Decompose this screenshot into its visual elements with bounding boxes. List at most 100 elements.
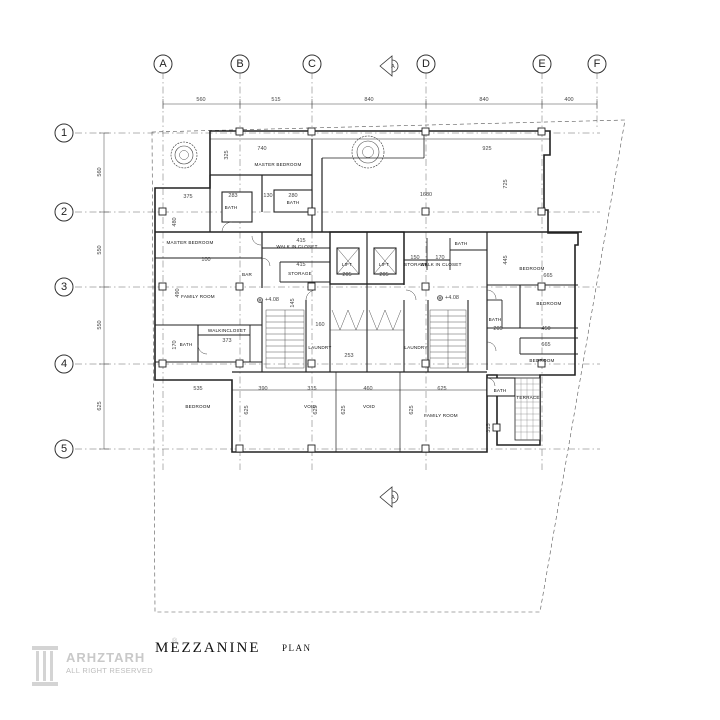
room-laundry-1: LAUNDRY — [308, 345, 331, 350]
dim-170-b: 170 — [172, 340, 178, 349]
grid-col-a: A — [153, 54, 173, 74]
room-family-room-right: FAMILY ROOM — [424, 413, 458, 418]
dim-top-bc: 515 — [271, 97, 280, 103]
grid-col-b: B — [230, 54, 250, 74]
door-swings — [197, 221, 497, 387]
dim-460: 460 — [363, 386, 372, 392]
svg-text:+4.08: +4.08 — [445, 295, 459, 301]
grid-col-e: E — [532, 54, 552, 74]
dim-415-a: 415 — [296, 238, 305, 244]
dim-390: 390 — [258, 386, 267, 392]
svg-text:1: 1 — [61, 127, 67, 139]
dim-725: 725 — [503, 179, 509, 188]
plan-title: MEZZANINE — [155, 640, 261, 656]
svg-text:B: B — [236, 58, 243, 70]
room-bath-6: BATH — [494, 388, 507, 393]
room-terrace: TERRACE — [516, 395, 539, 400]
room-bedroom-2: BEDROOM — [536, 301, 561, 306]
dim-415-b: 415 — [296, 262, 305, 268]
dim-740: 740 — [257, 146, 266, 152]
dim-373: 373 — [222, 338, 231, 344]
level-marker-left: +4.08 — [257, 297, 279, 303]
section-marker-top: A — [379, 55, 399, 77]
plan-subtitle: PLAN — [282, 643, 312, 653]
room-void-1: VOID — [304, 404, 317, 409]
dim-325: 325 — [224, 150, 230, 159]
svg-text:4: 4 — [61, 358, 67, 370]
svg-text:A: A — [391, 64, 395, 70]
room-bedroom-3: BEDROOM — [185, 404, 210, 409]
svg-text:E: E — [538, 58, 545, 70]
building-walls — [154, 130, 582, 453]
dim-625-b: 625 — [244, 405, 250, 414]
logo-tagline: ALL RIGHT RESERVED — [66, 666, 153, 675]
dim-100: 100 — [201, 257, 210, 263]
dim-left-45: 625 — [97, 401, 103, 410]
dim-left-12: 560 — [97, 167, 103, 176]
dim-253: 253 — [344, 353, 353, 359]
dim-315: 315 — [307, 386, 316, 392]
dim-445: 445 — [503, 255, 509, 264]
grid-col-c: C — [302, 54, 322, 74]
room-bedroom-4: BEDROOM — [529, 358, 554, 363]
grid-col-d: D — [416, 54, 436, 74]
dim-left-34: 550 — [97, 320, 103, 329]
room-bath-2: BATH — [287, 200, 300, 205]
dim-625-e: 625 — [409, 405, 415, 414]
dim-left-23: 550 — [97, 245, 103, 254]
svg-text:F: F — [594, 58, 601, 70]
room-storage-1: STORAGE — [288, 271, 312, 276]
dim-top-ef: 400 — [564, 97, 573, 103]
room-master-bedroom-top: MASTER BEDROOM — [255, 162, 302, 167]
tree-center-icon — [351, 135, 385, 169]
stair-right — [429, 309, 467, 369]
dim-535: 535 — [193, 386, 202, 392]
room-laundry-2: LAUNDRY — [404, 345, 427, 350]
dim-450: 450 — [541, 326, 550, 332]
structural-columns — [158, 127, 546, 453]
dim-315-b: 315 — [486, 423, 492, 432]
dim-925: 925 — [482, 146, 491, 152]
section-marker-bottom: A — [379, 486, 399, 508]
dim-625-c: 625 — [313, 405, 319, 414]
left-dimension-line — [99, 132, 109, 450]
room-bath-3: BATH — [455, 241, 468, 246]
dim-625-d: 625 — [341, 405, 347, 414]
stair-center — [330, 309, 404, 331]
grid-col-f: F — [587, 54, 607, 74]
dim-top-cd: 840 — [364, 97, 373, 103]
dim-625: 625 — [437, 386, 446, 392]
room-bath-5: BATH — [180, 342, 193, 347]
grid-row-1: 1 — [54, 123, 74, 143]
grid-row-3: 3 — [54, 277, 74, 297]
room-lift-1: LIFT — [342, 262, 352, 267]
dim-375: 375 — [183, 194, 192, 200]
title-block: ARHZTARH ALL RIGHT RESERVED ® MEZZANINE … — [30, 638, 330, 700]
dim-top-ab: 560 — [196, 97, 205, 103]
top-dimension-line — [162, 99, 598, 109]
dim-490: 490 — [175, 288, 181, 297]
svg-text:2: 2 — [61, 206, 67, 218]
level-marker-right: +4.08 — [437, 295, 459, 301]
grid-row-2: 2 — [54, 202, 74, 222]
svg-text:5: 5 — [61, 443, 67, 455]
dim-665-b: 665 — [541, 342, 550, 348]
room-storage-2: STORAGE — [404, 262, 428, 267]
grid-row-5: 5 — [54, 439, 74, 459]
room-lift-2: LIFT — [379, 262, 389, 267]
room-walkin-closet-3: WALKINCLOSET — [208, 328, 246, 333]
dim-1680: 1680 — [420, 192, 432, 198]
svg-text:A: A — [159, 58, 167, 70]
room-bath-1: BATH — [225, 205, 238, 210]
svg-text:3: 3 — [61, 281, 67, 293]
dim-480: 480 — [172, 217, 178, 226]
logo-name: ARHZTARH — [66, 650, 146, 665]
dim-145: 145 — [290, 298, 296, 307]
room-family-room-left: FAMILY ROOM — [181, 294, 215, 299]
dim-280: 280 — [288, 193, 297, 199]
grid-row-4: 4 — [54, 354, 74, 374]
site-boundary — [151, 119, 626, 613]
terrace-hatch — [514, 377, 541, 441]
room-bedroom-1: BEDROOM — [519, 266, 544, 271]
